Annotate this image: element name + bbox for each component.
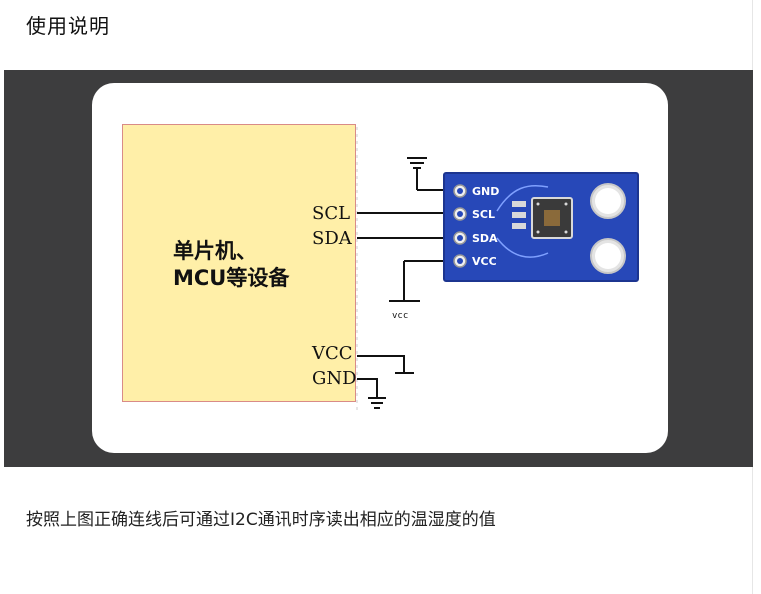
trace-2 (496, 237, 549, 258)
sensor-pin-sda: SDA (472, 232, 498, 245)
trace-1 (496, 184, 549, 212)
mcu-ground-symbol (357, 378, 386, 409)
mcu-pin-sda: SDA (312, 228, 352, 249)
smd-component-2 (512, 212, 526, 218)
wiring-lines: vcc GND SCL SDA VCC (356, 127, 639, 413)
mcu-pin-vcc: VCC (312, 343, 353, 364)
page-title: 使用说明 (26, 14, 110, 38)
sensor-pin-vcc: VCC (472, 255, 497, 268)
mcu-label-line2: MCU等设备 (173, 266, 290, 290)
sensor-ground-symbol (407, 157, 454, 191)
sensor-chip-window (544, 210, 560, 226)
instruction-text: 按照上图正确连线后可通过I2C通讯时序读出相应的温湿度的值 (26, 510, 496, 530)
smd-component-1 (512, 201, 526, 207)
smd-component-3 (512, 223, 526, 229)
sensor-header-pins (453, 184, 467, 268)
vcc-tag-label: vcc (392, 311, 408, 321)
sensor-module: GND SCL SDA VCC (443, 172, 639, 282)
mcu-pin-gnd: GND (312, 368, 357, 389)
wiring-diagram: 单片机、 MCU等设备 SCL SDA VCC GND (92, 83, 668, 453)
sensor-pin-scl: SCL (472, 208, 495, 221)
sensor-pin-gnd: GND (472, 185, 499, 198)
mcu-block: 单片机、 MCU等设备 (122, 124, 356, 402)
mcu-label-line1: 单片机、 (173, 239, 257, 263)
mcu-vcc-wire (357, 355, 414, 374)
mcu-pin-scl: SCL (312, 203, 351, 224)
